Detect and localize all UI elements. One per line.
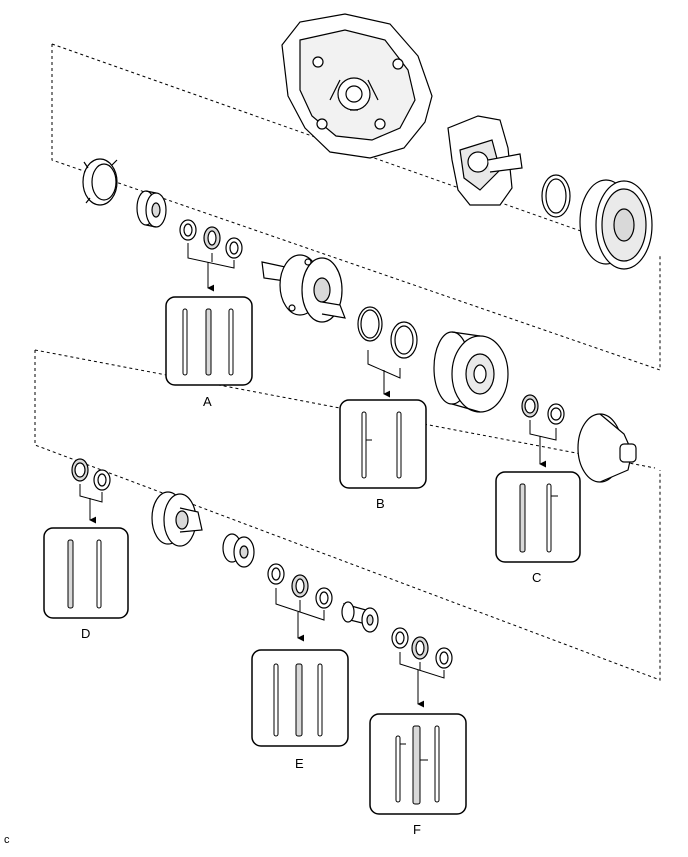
callout-f: F xyxy=(413,822,421,837)
detail-box-c xyxy=(495,471,581,563)
dashed-guide-lines xyxy=(34,43,661,681)
bracket-a xyxy=(187,243,235,292)
detail-box-f xyxy=(369,713,467,815)
snap-ring-set-b xyxy=(357,306,418,359)
washer-set-e xyxy=(267,563,333,609)
footer-code: c xyxy=(4,834,10,846)
bracket-b xyxy=(367,350,401,398)
bracket-e xyxy=(275,588,325,642)
large-gear-part xyxy=(433,331,509,413)
oil-pump-part xyxy=(447,115,523,206)
transaxle-case-part xyxy=(281,13,433,159)
guide-line-upper-top xyxy=(51,43,641,253)
bracket-c xyxy=(529,420,557,468)
detail-box-a xyxy=(165,296,253,386)
detail-box-e xyxy=(251,649,349,747)
seal-ring-part xyxy=(82,158,118,206)
callout-a: A xyxy=(203,394,212,409)
bracket-f xyxy=(399,652,445,708)
detail-box-d xyxy=(43,527,129,619)
output-drum-part xyxy=(577,413,637,483)
pinion-gear-part xyxy=(222,533,255,568)
callout-d: D xyxy=(81,626,91,641)
sleeve-part xyxy=(341,601,379,633)
detail-box-b xyxy=(339,399,427,489)
washer-set-a xyxy=(179,219,243,259)
washer-set-f xyxy=(391,627,453,669)
small-gear-part xyxy=(136,190,167,228)
planetary-carrier-part xyxy=(261,254,346,323)
callout-c: C xyxy=(532,570,542,585)
guide-line-lower xyxy=(34,350,661,681)
retaining-ring-part xyxy=(541,174,571,218)
clutch-drum-part xyxy=(579,179,653,270)
drive-gear-part xyxy=(151,491,203,547)
callout-b: B xyxy=(376,496,385,511)
washer-set-c xyxy=(521,394,565,425)
bracket-d xyxy=(79,484,103,524)
guide-line-upper xyxy=(51,44,661,371)
washer-set-d xyxy=(71,458,111,491)
callout-e: E xyxy=(295,756,304,771)
